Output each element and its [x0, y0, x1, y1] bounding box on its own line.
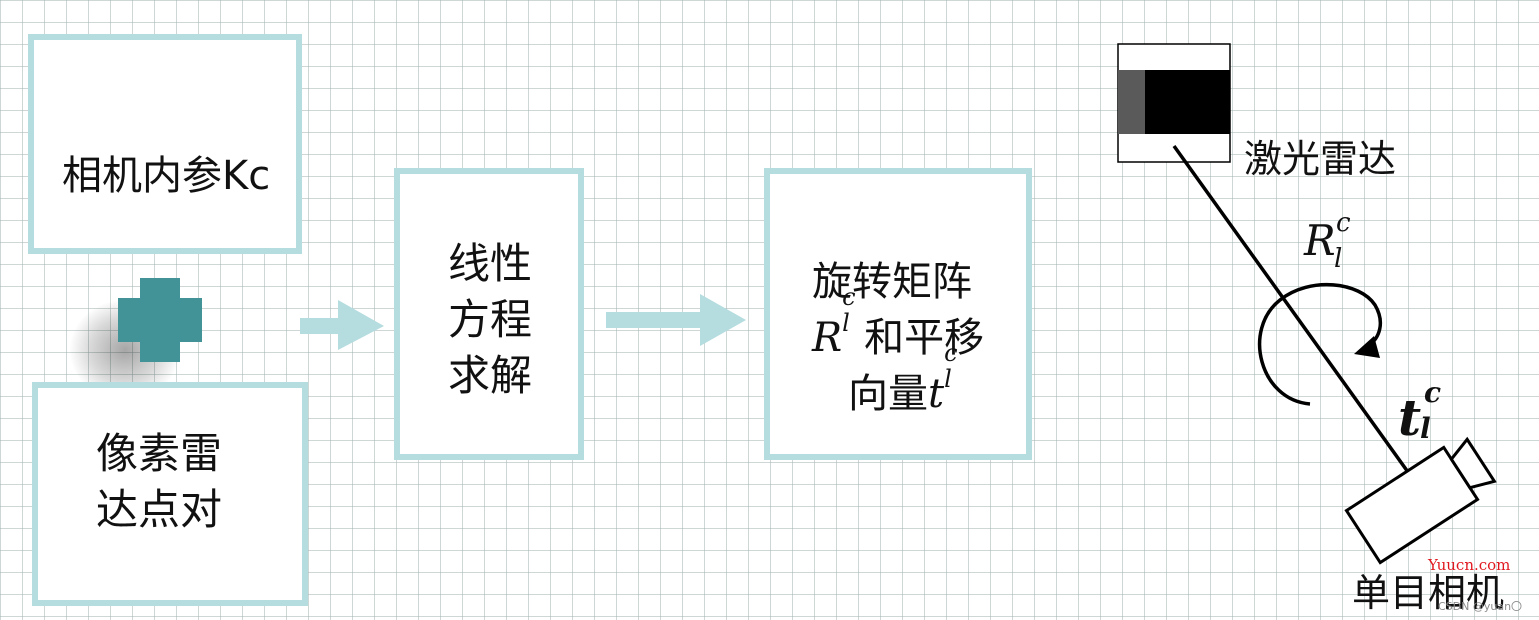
- result-line-1: 旋转矩阵: [812, 259, 972, 305]
- pixel-lidar-line-1: 像素雷: [96, 429, 223, 478]
- translation-symbol-sub: l: [1420, 412, 1431, 445]
- plus-icon-horizontal: [118, 298, 202, 342]
- pixel-lidar-pairs-label: 像素雷 达点对: [96, 426, 222, 538]
- intrinsics-box: 相机内参Kc: [28, 34, 302, 254]
- linear-solve-label: 线性 方程 求解: [448, 236, 532, 404]
- lidar-device-icon: [1117, 43, 1231, 163]
- rotation-arrowhead-icon: [1354, 336, 1380, 358]
- linear-solve-box: 线性 方程 求解: [394, 168, 584, 460]
- watermark-site: Yuucn.com: [1428, 556, 1511, 574]
- translation-symbol-sup: c: [1424, 376, 1442, 409]
- result-line-3-text: 向量: [848, 371, 928, 417]
- result-rotation-symbol: R: [812, 315, 843, 361]
- intrinsics-label: 相机内参Kc: [62, 153, 271, 199]
- result-translation-sub: l: [944, 365, 952, 393]
- result-line-2-text: 和平移: [864, 315, 985, 361]
- result-translation-sup: c: [944, 339, 958, 367]
- camera-device-icon: [1344, 436, 1497, 565]
- rotation-symbol: R: [1304, 216, 1336, 265]
- flow-arrow-2: [606, 294, 746, 346]
- result-rotation-sup: c: [842, 283, 856, 311]
- flow-arrow-1: [300, 300, 384, 350]
- watermark-author: CSDN @yuan〇: [1438, 600, 1523, 613]
- result-rotation-sub: l: [842, 309, 850, 337]
- transform-arrow-line: [1172, 144, 1420, 488]
- rotation-arc-icon: [1257, 282, 1383, 406]
- linear-solve-line-2: 方程: [448, 295, 533, 344]
- pixel-lidar-line-2: 达点对: [96, 485, 223, 534]
- rotation-symbol-sub: l: [1334, 244, 1343, 274]
- linear-solve-line-3: 求解: [448, 351, 533, 400]
- linear-solve-line-1: 线性: [448, 239, 533, 288]
- result-translation-symbol: t: [928, 371, 945, 417]
- pixel-lidar-pairs-box: 像素雷 达点对: [32, 382, 308, 606]
- translation-symbol: t: [1398, 388, 1422, 447]
- lidar-label: 激光雷达: [1244, 137, 1397, 181]
- camera-label: 单目相机: [1352, 571, 1505, 615]
- rotation-symbol-sup: c: [1336, 208, 1351, 238]
